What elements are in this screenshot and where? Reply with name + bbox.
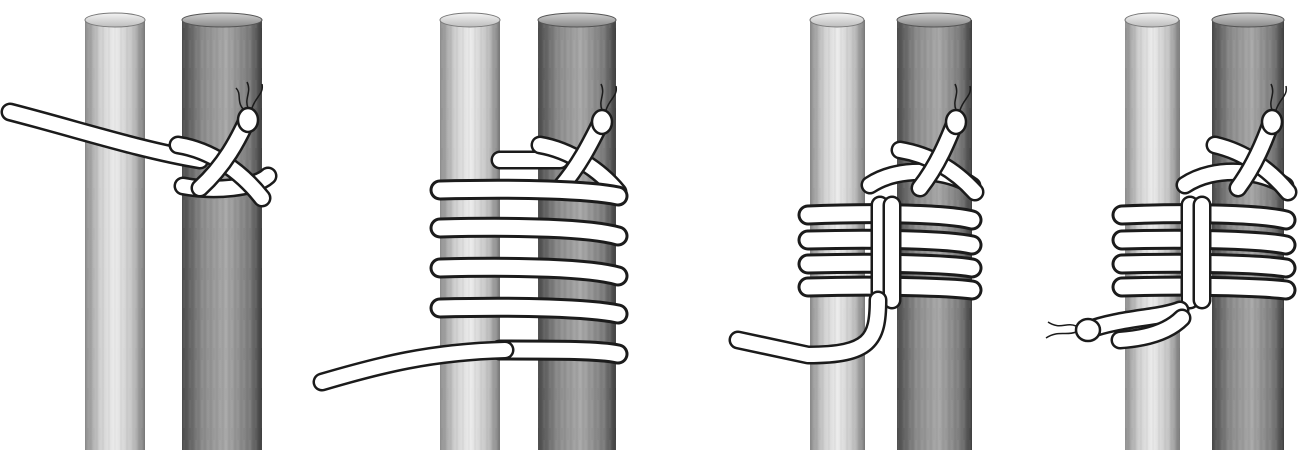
square-knot-icon [1046, 310, 1182, 341]
panel-4 [1046, 13, 1288, 450]
pole-dark [182, 13, 262, 450]
panel-2 [322, 13, 618, 450]
frapping-turns [1190, 205, 1202, 300]
pole-light [85, 13, 145, 450]
panel-1 [10, 13, 268, 450]
panel-3 [738, 13, 975, 450]
frapping-turns [880, 205, 892, 300]
